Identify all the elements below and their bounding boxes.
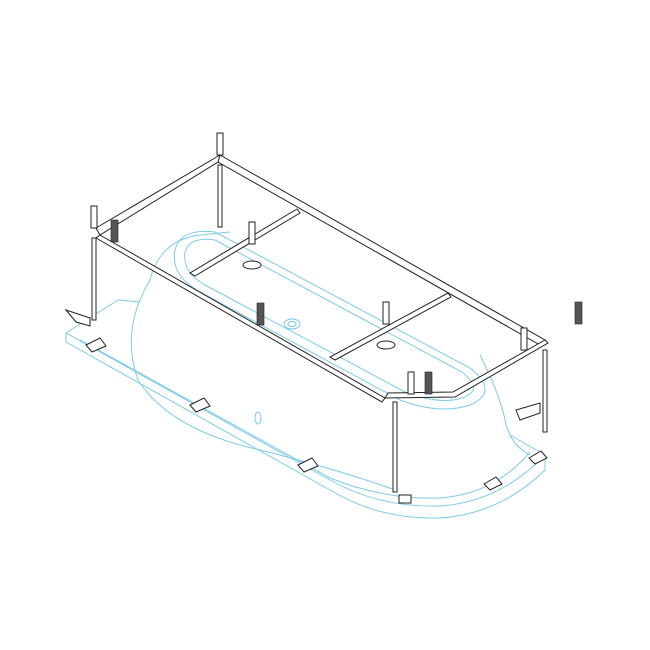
bolt-center-2: [382, 301, 390, 325]
bracket-hatch-left: [110, 219, 119, 243]
tub-body-side: [130, 231, 396, 491]
drain-inner-icon: [287, 321, 297, 327]
tub-rim-ledge: [79, 339, 531, 499]
overflow-hole-icon: [254, 411, 262, 425]
drain-icon: [283, 318, 301, 330]
clip-5: [483, 476, 503, 491]
frame-legs: [90, 132, 548, 493]
frame-front-right-rail: [384, 339, 549, 399]
bolt-right: [520, 327, 528, 351]
foot-pad-1: [242, 260, 262, 270]
bracket-hatch-right: [574, 301, 583, 325]
bracket-hatch-front: [424, 371, 433, 395]
frame-front-rail: [95, 234, 386, 403]
tub-basin-outer: [173, 230, 486, 410]
leg-left: [91, 237, 97, 321]
bolt-back: [216, 132, 224, 156]
leg-front: [392, 401, 398, 493]
clip-6: [528, 450, 548, 465]
tub-basin-inner: [184, 238, 474, 401]
clip-4: [398, 494, 412, 504]
bolt-front: [407, 371, 415, 395]
clip-1: [85, 337, 107, 353]
wall-anchor-right: [515, 402, 541, 421]
tub-feet-clips: [64, 308, 548, 504]
clip-3: [297, 457, 319, 473]
tub-rim-inner: [65, 332, 546, 507]
frame-back-rail: [217, 154, 546, 346]
leg-back: [217, 164, 223, 228]
bracket-hatch-mid: [256, 302, 265, 326]
bolt-left: [90, 205, 98, 229]
frame-crossbar-2: [328, 292, 452, 361]
support-frame: [95, 153, 549, 403]
wall-anchor-left: [64, 308, 91, 327]
bolt-center-1: [248, 221, 256, 245]
clip-2: [189, 397, 211, 413]
frame-crossbar-1: [189, 208, 301, 277]
leg-right: [542, 349, 548, 433]
foot-pad-2: [376, 340, 396, 350]
tub-rim-outer: [65, 299, 546, 519]
tub-body-right: [479, 354, 531, 456]
bathtub-outline: [65, 230, 546, 519]
wall-brackets: [110, 219, 583, 395]
